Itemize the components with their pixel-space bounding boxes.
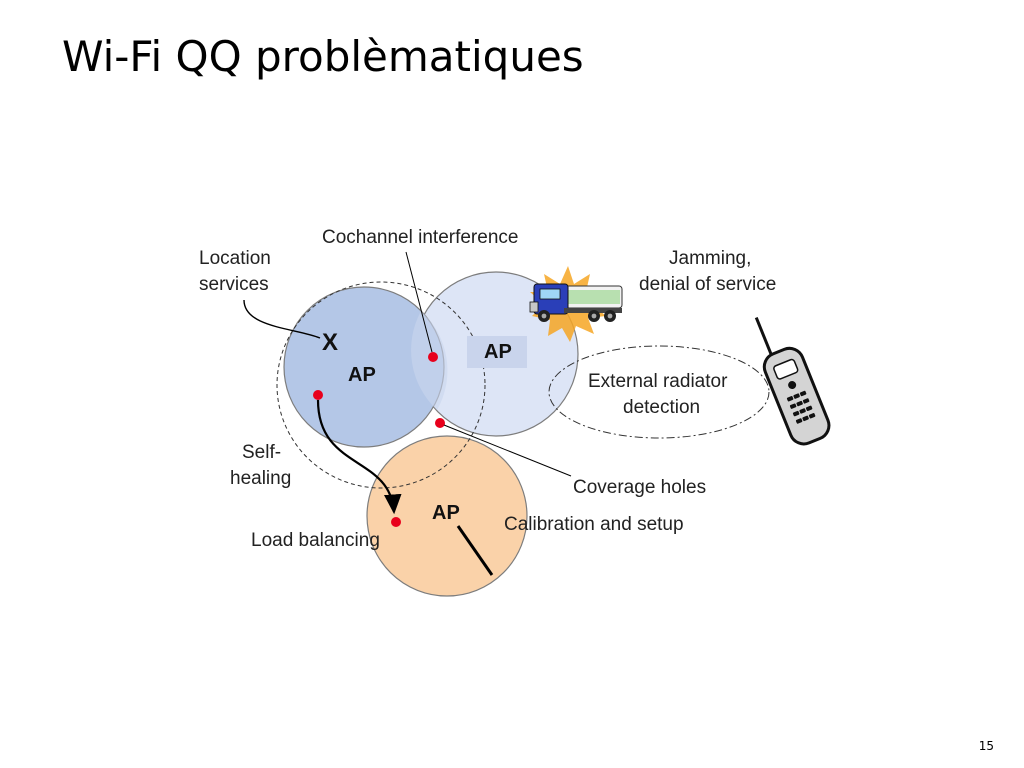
client-dot-load-balancing [391, 517, 401, 527]
calibration-pointer [456, 525, 494, 576]
cochannel-interference-label: Cochannel interference [322, 227, 518, 248]
location-services-label-1: Location [199, 248, 271, 269]
location-services-leader [243, 299, 321, 339]
ap-label-bottom: AP [432, 502, 460, 524]
self-healing-range [276, 281, 486, 489]
ap-label-left: AP [348, 364, 376, 386]
jamming-label-1: Jamming, [669, 248, 751, 269]
coverage-holes-leader [443, 424, 572, 477]
location-services-label-2: services [199, 274, 269, 295]
truck-icon [529, 266, 623, 342]
page-number: 15 [978, 739, 994, 753]
external-radiator-label-2: detection [623, 397, 700, 418]
calibration-label: Calibration and setup [504, 514, 684, 535]
client-dot-cochannel [428, 352, 438, 362]
self-healing-arrow [316, 399, 402, 515]
slide-title: Wi-Fi QQ problèmatiques [62, 32, 584, 81]
external-radiator-range [548, 345, 770, 439]
ap-circle-bottom [366, 435, 528, 597]
load-balancing-label: Load balancing [251, 530, 380, 551]
client-dot-self-healing [313, 390, 323, 400]
coverage-holes-label: Coverage holes [573, 477, 706, 498]
self-healing-label-2: healing [230, 468, 291, 489]
client-dot-coverage-hole [435, 418, 445, 428]
mobile-phone-icon [754, 316, 831, 446]
self-healing-label-1: Self- [242, 442, 281, 463]
jamming-label-2: denial of service [639, 274, 776, 295]
external-radiator-label-1: External radiator [588, 371, 728, 392]
lost-client-marker: X [322, 329, 338, 356]
cochannel-leader [405, 251, 433, 353]
ap-label-right: AP [484, 341, 512, 363]
